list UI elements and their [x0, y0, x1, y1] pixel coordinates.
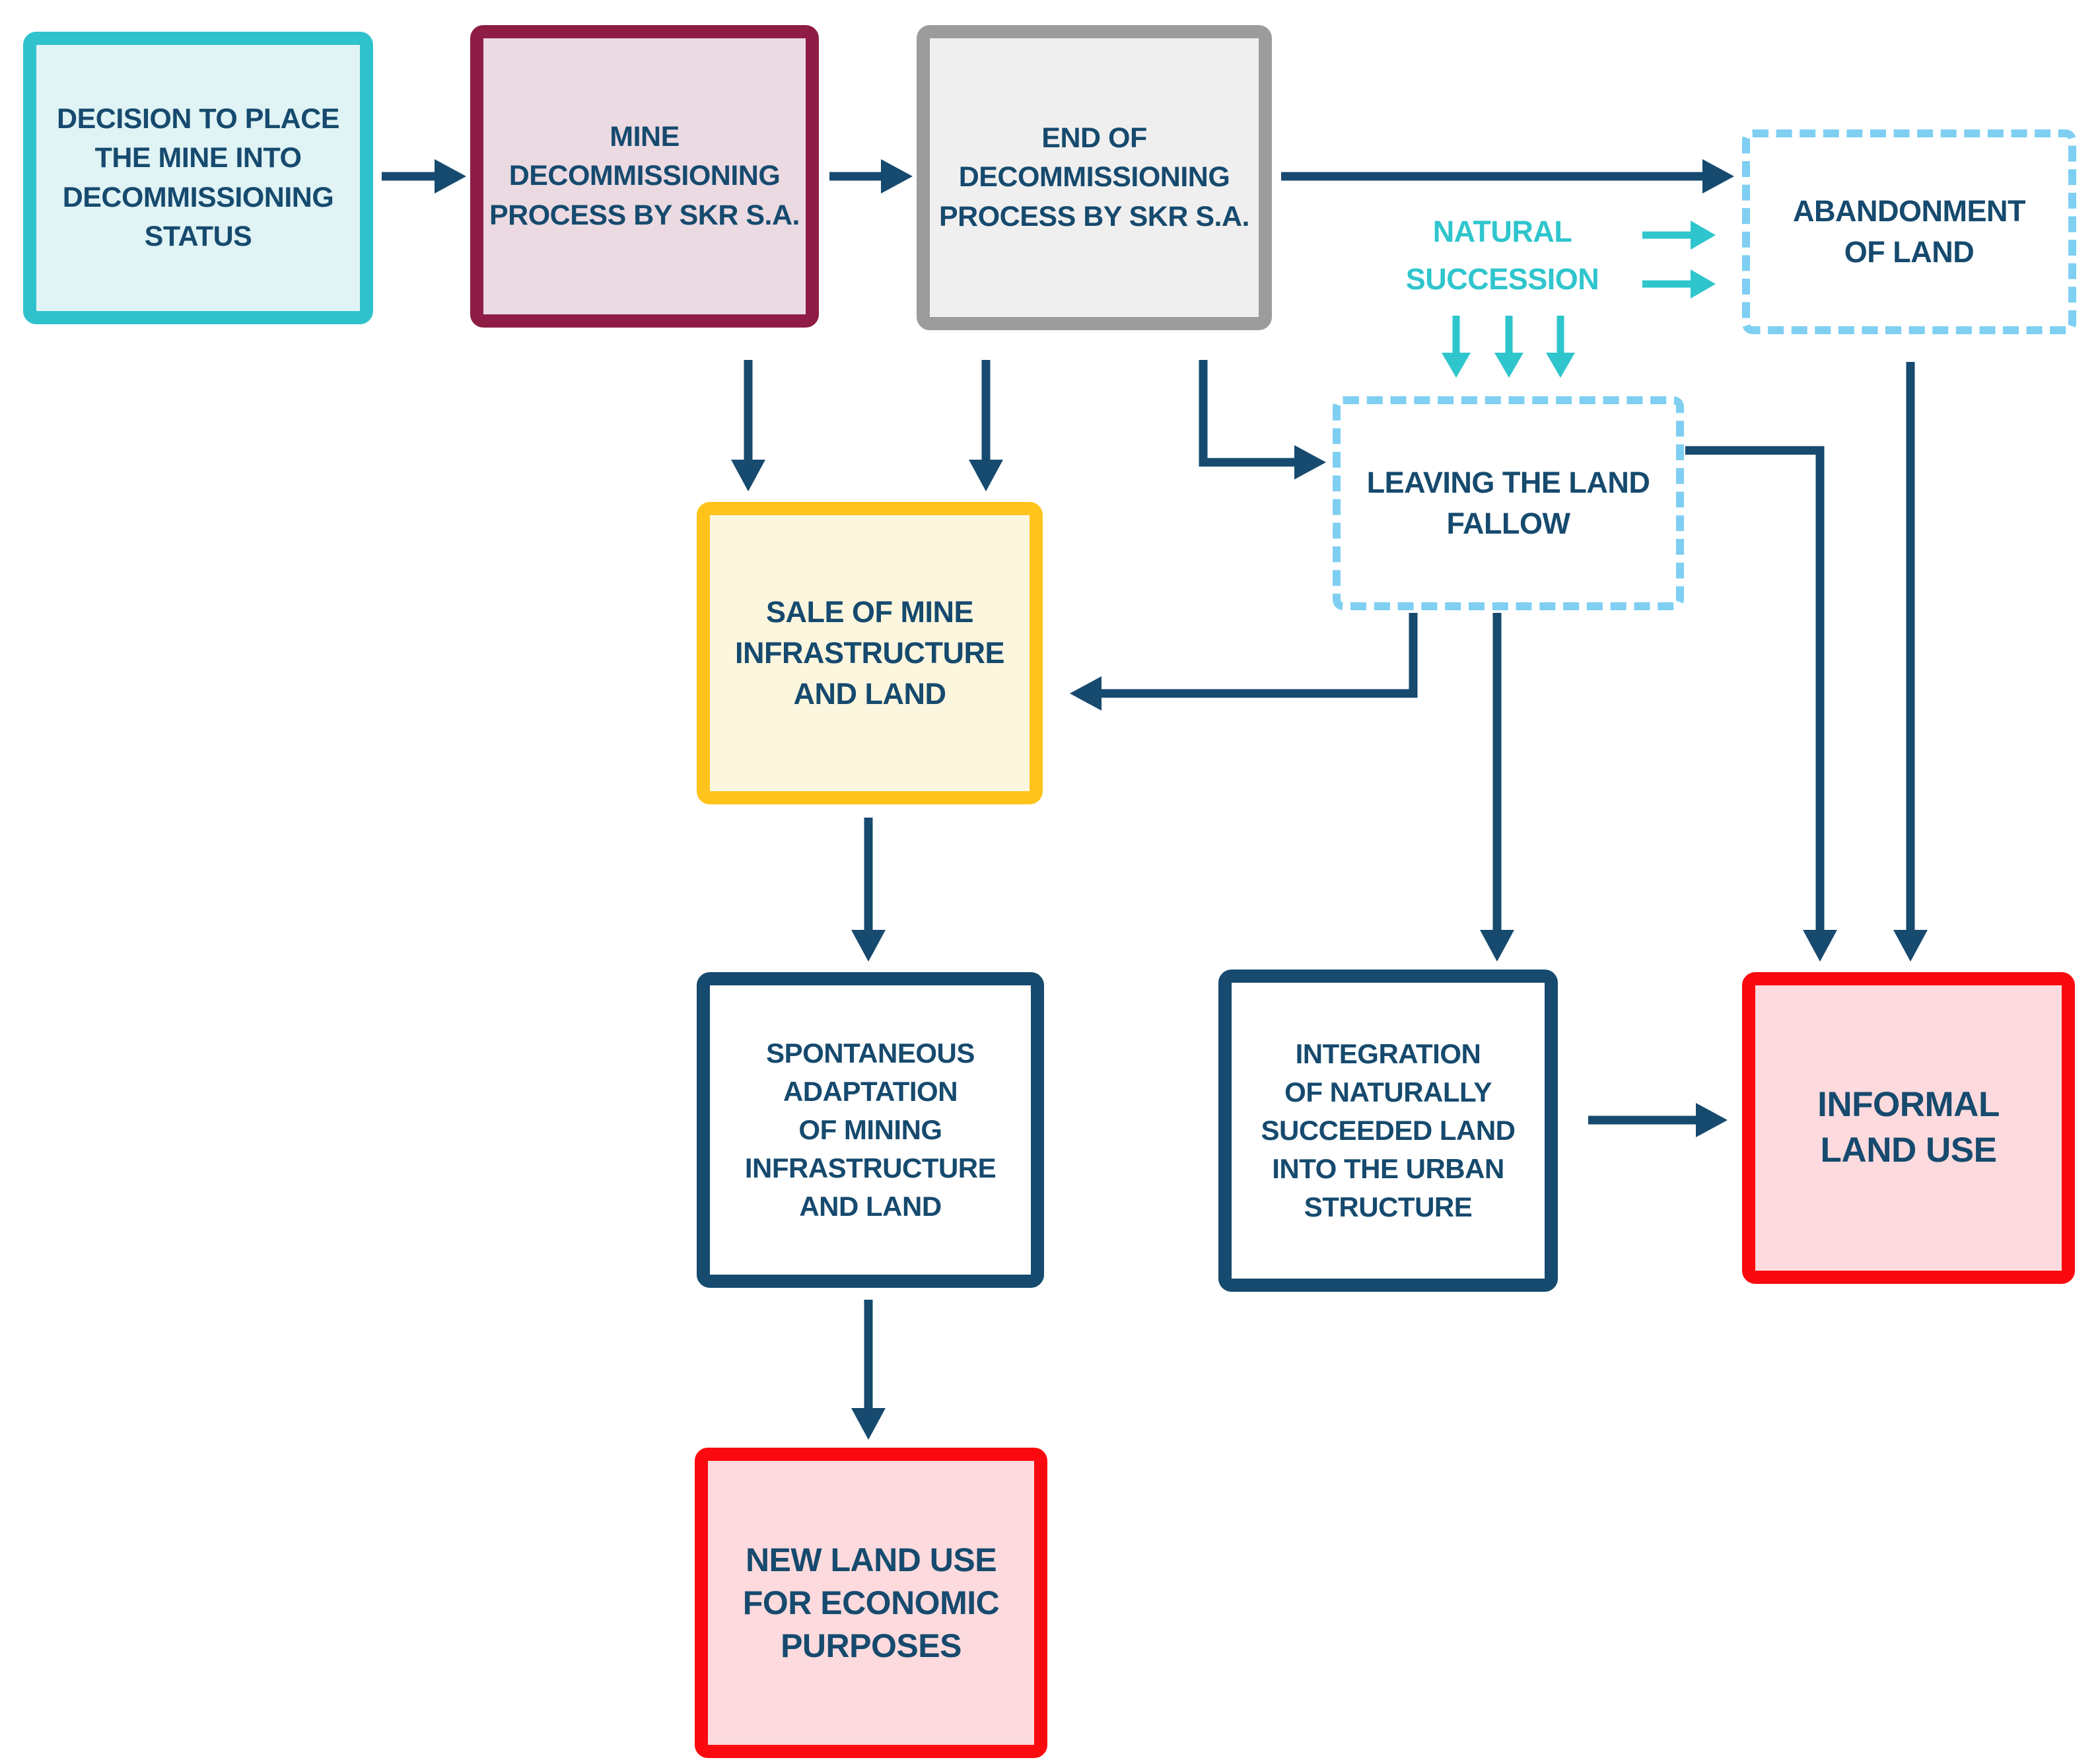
node-sale-of-mine-infrastructure: SALE OF MINE INFRASTRUCTURE AND LAND: [697, 502, 1043, 804]
node-leaving-the-land-fallow: LEAVING THE LAND FALLOW: [1333, 396, 1684, 610]
edge-end-to-leaving: [1199, 360, 1326, 479]
edge-spontaneous-to-newuse: [851, 1300, 886, 1440]
edge-natural-succession-to-leaving: [1442, 316, 1575, 378]
node-informal-land-use: INFORMAL LAND USE: [1742, 972, 2075, 1284]
edge-end-to-sale: [969, 360, 1003, 491]
edge-abandonment-to-informal: [1893, 362, 1928, 962]
edge-integration-to-informal: [1588, 1103, 1728, 1137]
edge-decision-to-mine: [382, 159, 466, 194]
edge-mine-to-end: [829, 159, 913, 194]
edge-leaving-to-integration: [1480, 613, 1514, 962]
edge-mine-to-sale: [731, 360, 765, 491]
node-end-of-decommissioning-process: END OF DECOMMISSIONING PROCESS BY SKR S.…: [917, 25, 1272, 330]
node-abandonment-of-land: ABANDONMENT OF LAND: [1742, 129, 2076, 334]
node-new-land-use-economic: NEW LAND USE FOR ECONOMIC PURPOSES: [695, 1448, 1047, 1758]
edge-sale-to-spontaneous: [851, 818, 886, 962]
node-decision-to-decommission: DECISION TO PLACE THE MINE INTO DECOMMIS…: [23, 32, 373, 324]
edge-natural-succession-to-abandonment: [1642, 221, 1716, 299]
edge-end-to-abandonment: [1281, 159, 1734, 194]
edge-leaving-to-sale: [1070, 613, 1418, 711]
node-spontaneous-adaptation: SPONTANEOUS ADAPTATION OF MINING INFRAST…: [697, 972, 1044, 1288]
label-natural-succession: NATURAL SUCCESSION: [1405, 215, 1599, 296]
node-integration-into-urban-structure: INTEGRATION OF NATURALLY SUCCEEDED LAND …: [1218, 970, 1558, 1292]
node-mine-decommissioning-process: MINE DECOMMISSIONING PROCESS BY SKR S.A.: [470, 25, 819, 328]
edge-leaving-to-informal: [1685, 446, 1837, 962]
